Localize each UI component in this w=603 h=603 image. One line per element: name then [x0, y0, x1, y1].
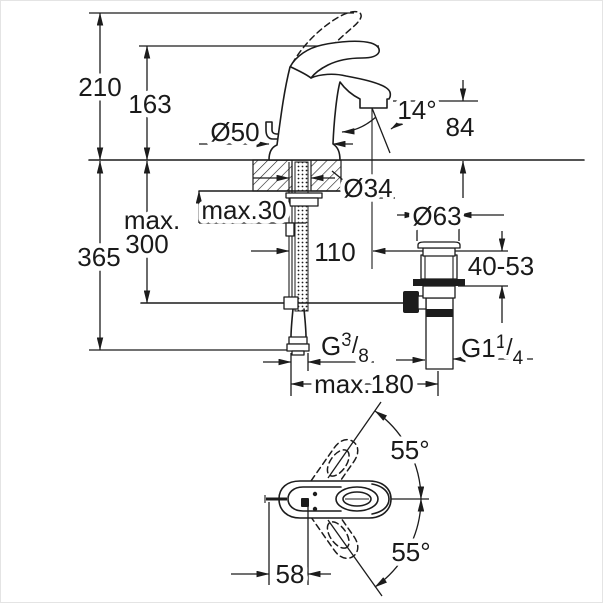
dim-dia63-label: Ø63	[412, 201, 461, 231]
faucet-side-view	[265, 10, 408, 269]
deck-hatch-right	[310, 159, 342, 192]
dim-g114-label: G11/4	[461, 332, 524, 369]
lever-raised-dashed	[291, 10, 362, 65]
mounting-washer	[285, 192, 323, 199]
waste-cap	[417, 241, 461, 249]
dim-58-label: 58	[276, 559, 305, 589]
dim-dia34-label: Ø34	[343, 173, 392, 203]
cartridge-split-line	[290, 66, 312, 79]
dim-g38-label: G3/8	[321, 330, 369, 367]
mounting-nut	[289, 197, 319, 207]
waste-flange	[413, 279, 465, 286]
dim-max30-label: max.30	[201, 195, 286, 225]
dimension-labels: 210 163 365 max. 300 max.30 Ø50 Ø34 14° …	[73, 68, 539, 594]
dim-max300-label-line1: max.	[124, 205, 180, 235]
installation-parts	[140, 159, 405, 356]
dim-365-label: 365	[77, 242, 120, 272]
dim-max180-label: max.180	[314, 369, 414, 399]
waste-body	[420, 254, 458, 280]
side-view-dimension-lines	[88, 12, 585, 396]
dim-angle14-label: 14°	[397, 95, 436, 125]
pop-up-rod-joint	[283, 296, 299, 310]
waste-adjuster-knob	[403, 291, 419, 313]
hose-nut	[286, 343, 310, 352]
plan-handle-contour	[287, 486, 342, 512]
rod-clip	[285, 222, 295, 237]
pop-up-waste	[403, 241, 465, 370]
dim-55-bottom-label: 55°	[391, 537, 430, 567]
hose-nut-top	[288, 336, 308, 345]
dim-210-label: 210	[78, 72, 121, 102]
hose-nut-tip	[291, 350, 305, 356]
dim-55-top-label: 55°	[390, 435, 429, 465]
dim-163-label: 163	[128, 89, 171, 119]
threaded-shank	[294, 161, 309, 312]
dim-110-label: 110	[314, 237, 355, 267]
faucet-plan-view	[231, 401, 429, 597]
dim-max300-label-line2: 300	[125, 229, 168, 259]
deck-hatch-left	[252, 159, 293, 192]
dim-dia50-label: Ø50	[210, 117, 259, 147]
dim-4053-label: 40-53	[468, 251, 535, 281]
waste-tailpipe	[425, 297, 454, 370]
dim-84-label: 84	[446, 112, 475, 142]
